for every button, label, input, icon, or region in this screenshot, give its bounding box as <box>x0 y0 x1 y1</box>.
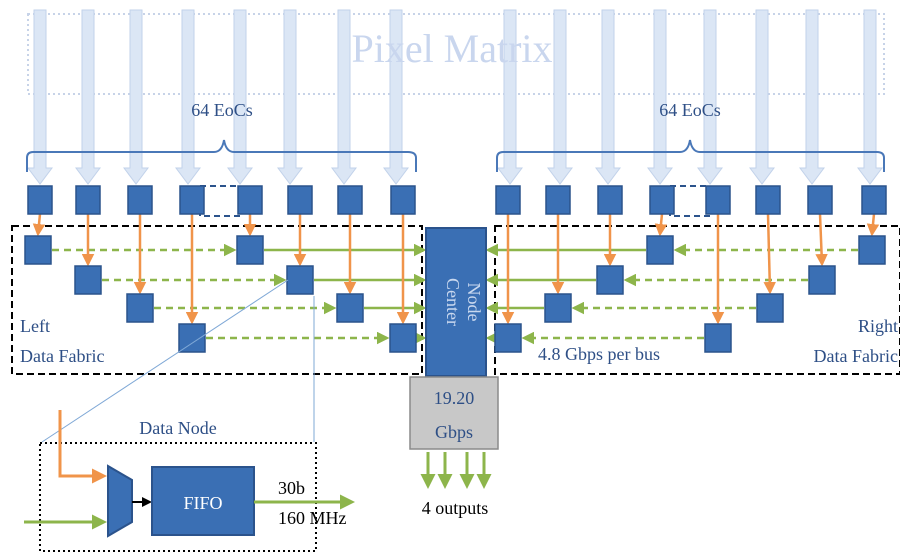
fabric-data-node <box>236 235 264 265</box>
eoc-node <box>705 185 731 215</box>
output-rate-unit: Gbps <box>435 422 473 442</box>
eoc-nodes <box>27 185 887 215</box>
zoom-line-left <box>41 279 289 443</box>
fabric-data-node <box>389 323 417 353</box>
eoc-drop-arrow <box>32 213 46 237</box>
eoc-drop-arrow <box>654 213 668 237</box>
column-arrow <box>647 9 673 185</box>
fifo-block <box>151 466 255 536</box>
data-node-orange-input <box>58 410 107 484</box>
fabric-data-node <box>126 293 154 323</box>
center-node-box <box>425 227 487 377</box>
eoc-node <box>337 185 363 215</box>
column-arrow <box>383 9 409 185</box>
column-arrow <box>75 9 101 185</box>
eoc-node <box>755 185 781 215</box>
left-data-fabric-box <box>11 225 423 375</box>
output-rate-box <box>409 376 499 450</box>
left-fabric-label-2: Data Fabric <box>20 346 104 366</box>
fabric-data-node <box>286 265 314 295</box>
center-node-label-1: Center <box>443 278 463 326</box>
outputs-label: 4 outputs <box>422 498 489 518</box>
eoc-drop-arrow <box>763 213 776 295</box>
pixel-matrix: Pixel Matrix <box>27 9 885 185</box>
fabric-nodes <box>24 235 886 353</box>
column-arrow <box>27 9 53 185</box>
eoc-node <box>27 185 53 215</box>
column-arrows <box>27 9 883 185</box>
eoc-drop-arrow <box>815 213 828 267</box>
column-arrow <box>227 9 253 185</box>
fabric-data-node <box>808 265 836 295</box>
eoc-drop-arrow <box>866 213 880 237</box>
center-node-label-2: Node <box>464 283 484 322</box>
clock-label: 160 MHz <box>278 508 347 528</box>
eoc-node <box>807 185 833 215</box>
eoc-node <box>390 185 416 215</box>
fabric-data-node <box>24 235 52 265</box>
fabric-data-node <box>336 293 364 323</box>
column-arrow <box>697 9 723 185</box>
fabric-wires <box>32 213 880 345</box>
fabric-data-node <box>646 235 674 265</box>
column-arrow <box>175 9 201 185</box>
right-fabric-label-1: Right <box>858 316 898 336</box>
eoc-node <box>545 185 571 215</box>
eoc-node <box>75 185 101 215</box>
bus-width-label: 30b <box>278 478 305 498</box>
multiplexer <box>107 464 133 538</box>
column-arrow <box>123 9 149 185</box>
eoc-node <box>649 185 675 215</box>
column-arrow <box>799 9 825 185</box>
fabric-data-node <box>544 293 572 323</box>
fabric-data-node <box>596 265 624 295</box>
eoc-pair-dashed-right <box>669 185 711 217</box>
right-eoc-brace <box>496 139 885 172</box>
eoc-node <box>287 185 313 215</box>
data-node-detail: Data Node FIFO 30b 160 MHz <box>24 410 355 552</box>
left-eoc-label: 64 EoCs <box>191 100 253 120</box>
eoc-braces: 64 EoCs 64 EoCs <box>26 100 885 172</box>
column-arrow <box>331 9 357 185</box>
center-node: Center Node <box>425 227 487 377</box>
pixel-matrix-border <box>27 13 885 95</box>
fabric-data-node <box>858 235 886 265</box>
eoc-node <box>179 185 205 215</box>
column-arrow <box>749 9 775 185</box>
left-eoc-brace <box>26 139 417 172</box>
output-rate-value: 19.20 <box>434 388 475 408</box>
eoc-node <box>127 185 153 215</box>
left-fabric-label-1: Left <box>20 316 50 336</box>
eoc-node <box>237 185 263 215</box>
column-arrow <box>857 9 883 185</box>
fabric-data-node <box>756 293 784 323</box>
column-arrow <box>595 9 621 185</box>
eoc-pair-dashed-left <box>199 185 241 217</box>
bus-rate-label: 4.8 Gbps per bus <box>538 344 660 364</box>
right-fabric-label-2: Data Fabric <box>814 346 898 366</box>
fabric-data-node <box>704 323 732 353</box>
right-data-fabric-box <box>494 225 900 375</box>
column-arrow <box>277 9 303 185</box>
eoc-node <box>597 185 623 215</box>
fabric-data-node <box>178 323 206 353</box>
eoc-node <box>495 185 521 215</box>
fifo-label: FIFO <box>183 493 222 513</box>
output-box: 19.20 Gbps 4 outputs <box>409 376 499 518</box>
fabric-data-node <box>494 323 522 353</box>
output-arrows <box>420 452 492 489</box>
column-arrow <box>547 9 573 185</box>
fabric-data-node <box>74 265 102 295</box>
data-node-title: Data Node <box>139 418 216 438</box>
pixel-matrix-title: Pixel Matrix <box>351 26 552 71</box>
eoc-node <box>861 185 887 215</box>
column-arrow <box>497 9 523 185</box>
right-eoc-label: 64 EoCs <box>659 100 721 120</box>
